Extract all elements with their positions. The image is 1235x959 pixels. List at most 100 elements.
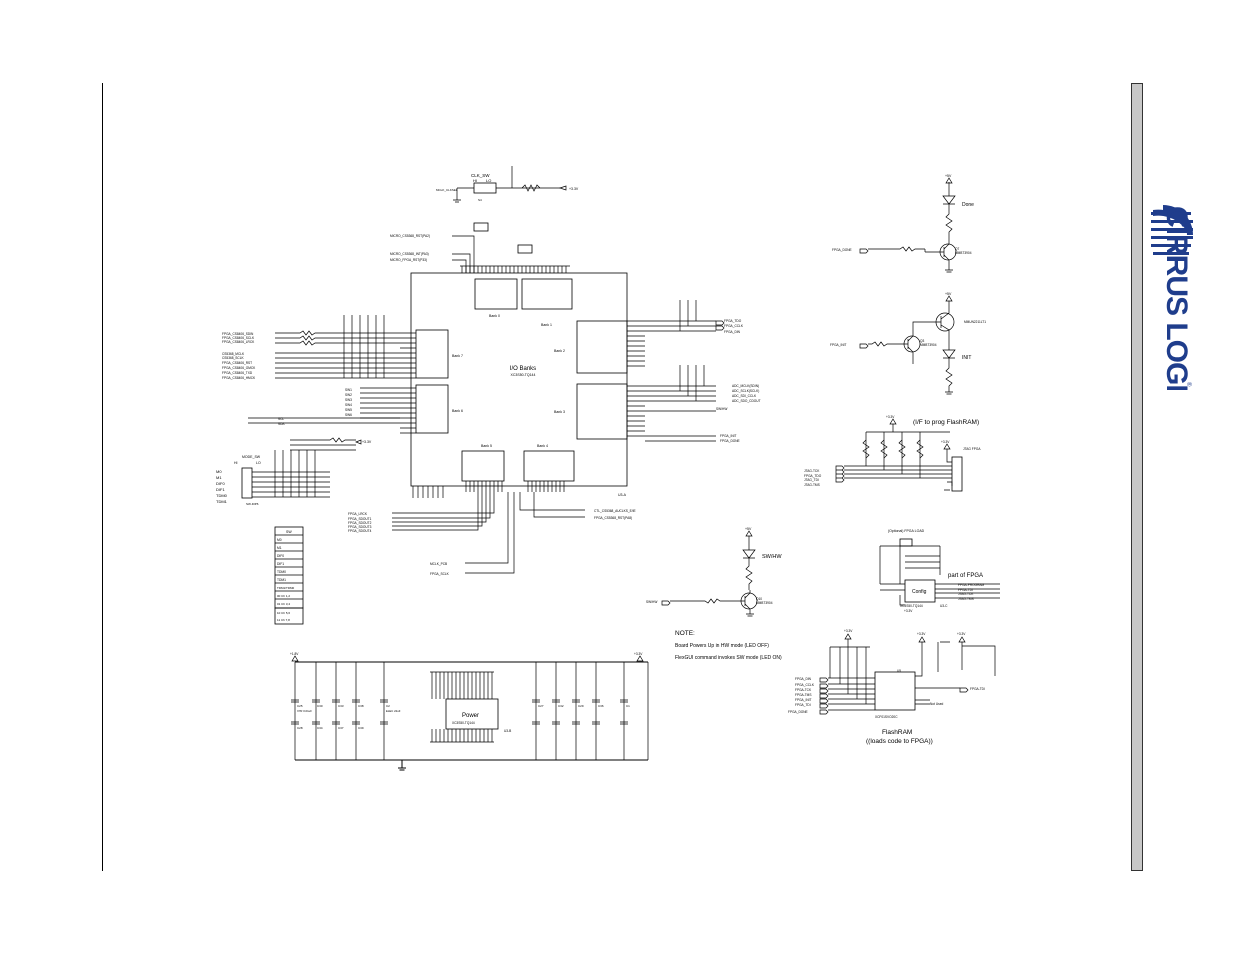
cap-label-8: C39 <box>358 726 364 730</box>
config-net-1: FPGA-TDI <box>958 588 973 592</box>
micro-net-0: MICRO_CS5368_RST(PA2) <box>390 234 430 238</box>
right-pin-stubs <box>627 320 645 437</box>
prog-net-2: JTAG_TDI <box>804 478 819 482</box>
bottom-net-8: FPGA_SDOUT4 <box>348 529 372 533</box>
config-block-label: Config <box>912 589 927 595</box>
bottom-net-3: FPGA_SCLK <box>430 572 450 576</box>
right-title-bar <box>1131 83 1143 871</box>
flash-net-out: FPGA-TDI <box>970 687 985 691</box>
mode-table-tdm-3: 11 Ch 7,8 <box>277 618 290 622</box>
left-net-group-b: SW1 SW2 SW3 SW4 SW5 SW6 <box>345 387 400 419</box>
bank-5-subblock <box>461 450 505 482</box>
right-net-1: FPGA_CCLK <box>724 324 744 328</box>
flash-subtitle: ((loads code to FPGA)) <box>866 738 933 745</box>
bank-3-subblock <box>576 383 628 440</box>
power-block-part: XC3S50-TQ144 <box>452 721 475 725</box>
init-net: FPGA_INIT <box>830 343 847 347</box>
bottom-net-5: FPGA_SDOUT1 <box>348 517 372 521</box>
cap-label-11: C29 <box>578 704 584 708</box>
mode-table-row-3: DIF1 <box>277 562 284 566</box>
prog-net-1: FPGA_TDO <box>804 474 822 478</box>
clk-switch-net: MCLK_CLKSEL <box>436 188 458 192</box>
right-net-5: ADC_SDI_CCLK <box>732 394 757 398</box>
bank-0-label: Bank 0 <box>489 314 500 318</box>
left-net-a-3: CS5368_MCLK <box>222 352 245 356</box>
fpga-ref: U3-A <box>618 493 627 497</box>
brand-logo: CIRRUS LOGIC ® <box>1145 200 1195 413</box>
left-pin-stubs <box>400 332 416 434</box>
mode-switch-hi: HI <box>234 461 238 465</box>
left-net-b-5: SW6 <box>345 413 352 417</box>
micro-net-2: MICRO_FPGA_RST(P33) <box>390 258 427 262</box>
mode-table-row-2: DIF0 <box>277 554 284 558</box>
clk-switch-wiring <box>457 166 560 192</box>
prog-rail-a: +3.3V <box>886 415 895 419</box>
flash-net-4: FPGA_INIT <box>795 698 812 702</box>
note-block: NOTE: Board Powers Up in HW mode (LED OF… <box>675 630 782 661</box>
brand-registered: ® <box>1185 382 1192 387</box>
flashram-block: U5 XCF01SVO20C FlashRAM ((loads code to … <box>788 629 996 745</box>
swhw-transistor: MMBT3904 <box>756 601 773 605</box>
config-block: (Optional) FPGA LOAD Config XC3S50-TQ144… <box>879 529 1000 613</box>
flash-net-0: FPGA_DIN <box>795 677 812 681</box>
prog-header-title: (I/F to prog FlashRAM) <box>913 419 979 426</box>
note-line-1: Board Powers Up in HW mode (LED OFF) <box>675 643 769 649</box>
bank-2-label: Bank 2 <box>554 349 565 353</box>
flash-ref: U5 <box>897 669 901 673</box>
init-label: INIT <box>962 355 971 361</box>
prog-connector-label: JTAG FPGA <box>963 447 981 451</box>
cap-label-13: C1 <box>626 704 630 708</box>
left-net-a-0: FPGA_CS8406_SDIN <box>222 332 254 336</box>
i2c-sda: SDA <box>278 422 285 426</box>
power-rail-18: +1.8V <box>290 652 299 656</box>
fpga-io-banks-block <box>410 272 628 487</box>
bank-1-label: Bank 1 <box>541 323 552 327</box>
done-led-circuit: +5V Done FPGA_DONE Q7 MMBT3904 <box>832 174 974 273</box>
mode-row-3: DIF1 <box>216 487 225 492</box>
clk-switch-lo: LO <box>486 178 491 183</box>
left-net-a-5: FPGA_CS8406_RST <box>222 361 252 365</box>
mode-switch-title: MODE_SW <box>242 455 261 459</box>
config-ref: U3-C <box>940 604 948 608</box>
power-block-ref: U3-B <box>504 729 511 733</box>
mode-table-tdm-0: 00 Ch 1,2 <box>277 594 290 598</box>
mode-row-2: DIF0 <box>216 481 225 486</box>
clk-switch-body <box>473 182 497 194</box>
left-net-a-6: FPGA_CS8406_OMCK <box>222 366 256 370</box>
left-net-b-3: SW4 <box>345 403 352 407</box>
flash-net-2: FPGA-TCK <box>795 688 812 692</box>
mode-row-1: M1 <box>216 475 222 480</box>
prog-net-3: JTAG-TMS <box>804 483 820 487</box>
cap-label-6: C34 <box>317 726 323 730</box>
init-pnp: MMUN2211LT1 <box>964 320 986 324</box>
swhw-label: SW/HW <box>762 554 782 560</box>
done-label: Done <box>962 202 974 208</box>
mode-table-header: SW <box>286 530 292 534</box>
left-net-a-8: FPGA_CS8406_HMCK <box>222 376 256 380</box>
done-ref: Q7 <box>955 247 959 251</box>
cap-label-7: C37 <box>338 726 344 730</box>
clk-rail-arrow <box>558 185 567 191</box>
bank-0-subblock <box>474 278 518 310</box>
bank-3-label: Bank 3 <box>554 410 565 414</box>
swhw-ref: Q10 <box>756 597 762 601</box>
right-net-0: FPGA_TDO <box>724 319 742 323</box>
i2c-group: SCL SDA <box>248 417 400 426</box>
left-net-a-2: FPGA_CS8406_LRCK <box>222 340 255 344</box>
right-net-4: ADC_SCLK(SCLK) <box>732 389 759 393</box>
mode-switch-block: MODE_SW HI LO SW-DIP6 M0 M1 DIF0 DIF1 TD… <box>216 437 372 506</box>
flash-not-used: Not Used <box>930 702 944 706</box>
mode-table-row-0: M0 <box>277 538 282 542</box>
clk-switch-ref: S4 <box>478 198 482 202</box>
i2c-scl: SCL <box>278 417 284 421</box>
config-note: part of FPGA <box>948 573 983 579</box>
done-rail: +5V <box>945 174 952 178</box>
bank-7-subblock <box>415 329 449 379</box>
config-net-0: FPGA-PROGRAM <box>958 583 985 587</box>
mode-table-row-1: M1 <box>277 546 282 550</box>
left-net-a-1: FPGA_CS8406_SCLK <box>222 336 255 340</box>
swhw-net: SW/HW <box>646 600 657 604</box>
fpga-title: I/O Banks <box>510 366 536 372</box>
right-net-6: ADC_SDO_CDOUT <box>732 399 761 403</box>
bottom-net-2: MCLK_PCB <box>430 562 447 566</box>
